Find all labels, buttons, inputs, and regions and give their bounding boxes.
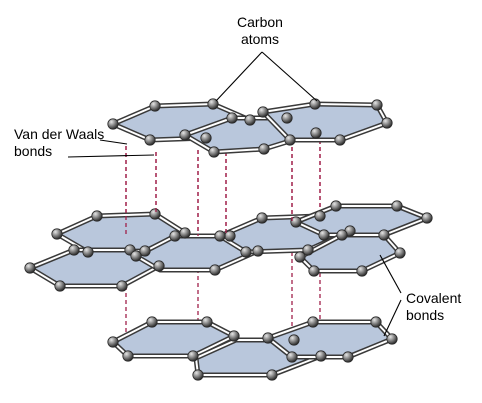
van-der-waals-bonds-front [125, 140, 321, 236]
carbon-atom [24, 262, 36, 274]
carbon-atom [336, 229, 348, 241]
carbon-atom [179, 227, 191, 239]
carbon-atom [207, 98, 219, 110]
carbon-atom [153, 260, 165, 272]
carbon-atom [310, 127, 322, 139]
carbon-atom [342, 351, 354, 363]
carbon-atom [330, 200, 342, 212]
carbon-atom [107, 118, 119, 130]
carbon-atom [82, 246, 94, 258]
carbon-atom [149, 208, 161, 220]
carbon-atom [91, 210, 103, 222]
carbon-atom [244, 114, 256, 126]
carbon-atom [146, 316, 158, 328]
carbon-atom [281, 112, 293, 124]
carbon-atom [286, 351, 298, 363]
carbon-atom [240, 246, 252, 258]
bottom-layer-hexagon [265, 319, 395, 360]
carbon-atom [378, 229, 390, 241]
carbon-atom [228, 330, 240, 342]
carbon-atom [334, 134, 346, 146]
carbon-atoms-label: Carbon atoms [228, 14, 292, 48]
carbon-atom [381, 117, 393, 129]
carbon-atom [262, 332, 274, 344]
carbon-atom [107, 336, 119, 348]
carbon-atom [209, 264, 221, 276]
covalent-bonds-label-line2: bonds [406, 307, 445, 323]
leader-line [99, 139, 128, 145]
carbon-atom [356, 265, 368, 277]
carbon-atoms-label-line1: Carbon [237, 14, 283, 30]
graphene-layer-middle [24, 200, 433, 292]
carbon-atom [179, 129, 191, 141]
carbon-atom [258, 143, 270, 155]
hexagon-plane [30, 250, 159, 286]
label-leader-lines [67, 51, 402, 337]
carbon-atom [307, 316, 319, 328]
carbon-atom [394, 247, 406, 259]
carbon-atom [54, 280, 66, 292]
carbon-atom [169, 230, 181, 242]
carbon-atom [256, 212, 268, 224]
carbon-atom [257, 106, 269, 118]
graphene-layer-bottom [107, 316, 398, 381]
carbon-atom [318, 229, 330, 241]
hexagon-plane [113, 322, 234, 356]
leader-line [215, 51, 263, 102]
carbon-atom [144, 134, 156, 146]
carbon-atoms-label-line2: atoms [240, 31, 280, 47]
leader-line [67, 154, 155, 158]
carbon-atom [266, 369, 278, 381]
hexagon-plane [263, 104, 387, 140]
leader-line [261, 51, 318, 102]
carbon-atom [288, 334, 300, 346]
van-der-waals-label-line1: Van der Waals [14, 126, 105, 142]
hexagon-plane [57, 214, 185, 252]
carbon-atom [284, 134, 296, 146]
carbon-atom [302, 244, 314, 256]
carbon-atom [421, 212, 433, 224]
carbon-atom [201, 316, 213, 328]
carbon-atom [192, 369, 204, 381]
top-layer-hexagon [260, 101, 390, 143]
hexagon-plane [136, 236, 258, 270]
leader-line [379, 254, 402, 294]
carbon-atom [391, 200, 403, 212]
carbon-atom [187, 350, 199, 362]
graphene-layer-top [107, 98, 393, 158]
van-der-waals-label: Van der Waals bonds [14, 126, 104, 160]
carbon-atom [208, 146, 220, 158]
carbon-atom [200, 132, 212, 144]
middle-layer-hexagon [293, 203, 430, 238]
carbon-atom [226, 112, 238, 124]
carbon-atom [308, 265, 320, 277]
carbon-atom [116, 280, 128, 292]
carbon-atom [149, 100, 161, 112]
carbon-atom [68, 244, 80, 256]
hexagon-plane [296, 206, 427, 235]
carbon-atom [309, 98, 321, 110]
carbon-atom [370, 316, 382, 328]
carbon-atom [294, 251, 306, 263]
carbon-atom [252, 245, 264, 257]
leader-line [383, 299, 402, 337]
carbon-atom [130, 250, 142, 262]
carbon-atom [139, 245, 151, 257]
carbon-atom [290, 216, 302, 228]
hexagon-plane [268, 322, 392, 357]
carbon-atom [315, 350, 327, 362]
carbon-atom [386, 333, 398, 345]
carbon-atom [371, 99, 383, 111]
carbon-atom [214, 230, 226, 242]
van-der-waals-label-line2: bonds [14, 143, 53, 159]
carbon-atom [51, 228, 63, 240]
covalent-bonds-label-line1: Covalent [406, 290, 462, 306]
carbon-atom [122, 350, 134, 362]
carbon-atom [314, 210, 326, 222]
covalent-bonds-label: Covalent bonds [406, 290, 461, 324]
